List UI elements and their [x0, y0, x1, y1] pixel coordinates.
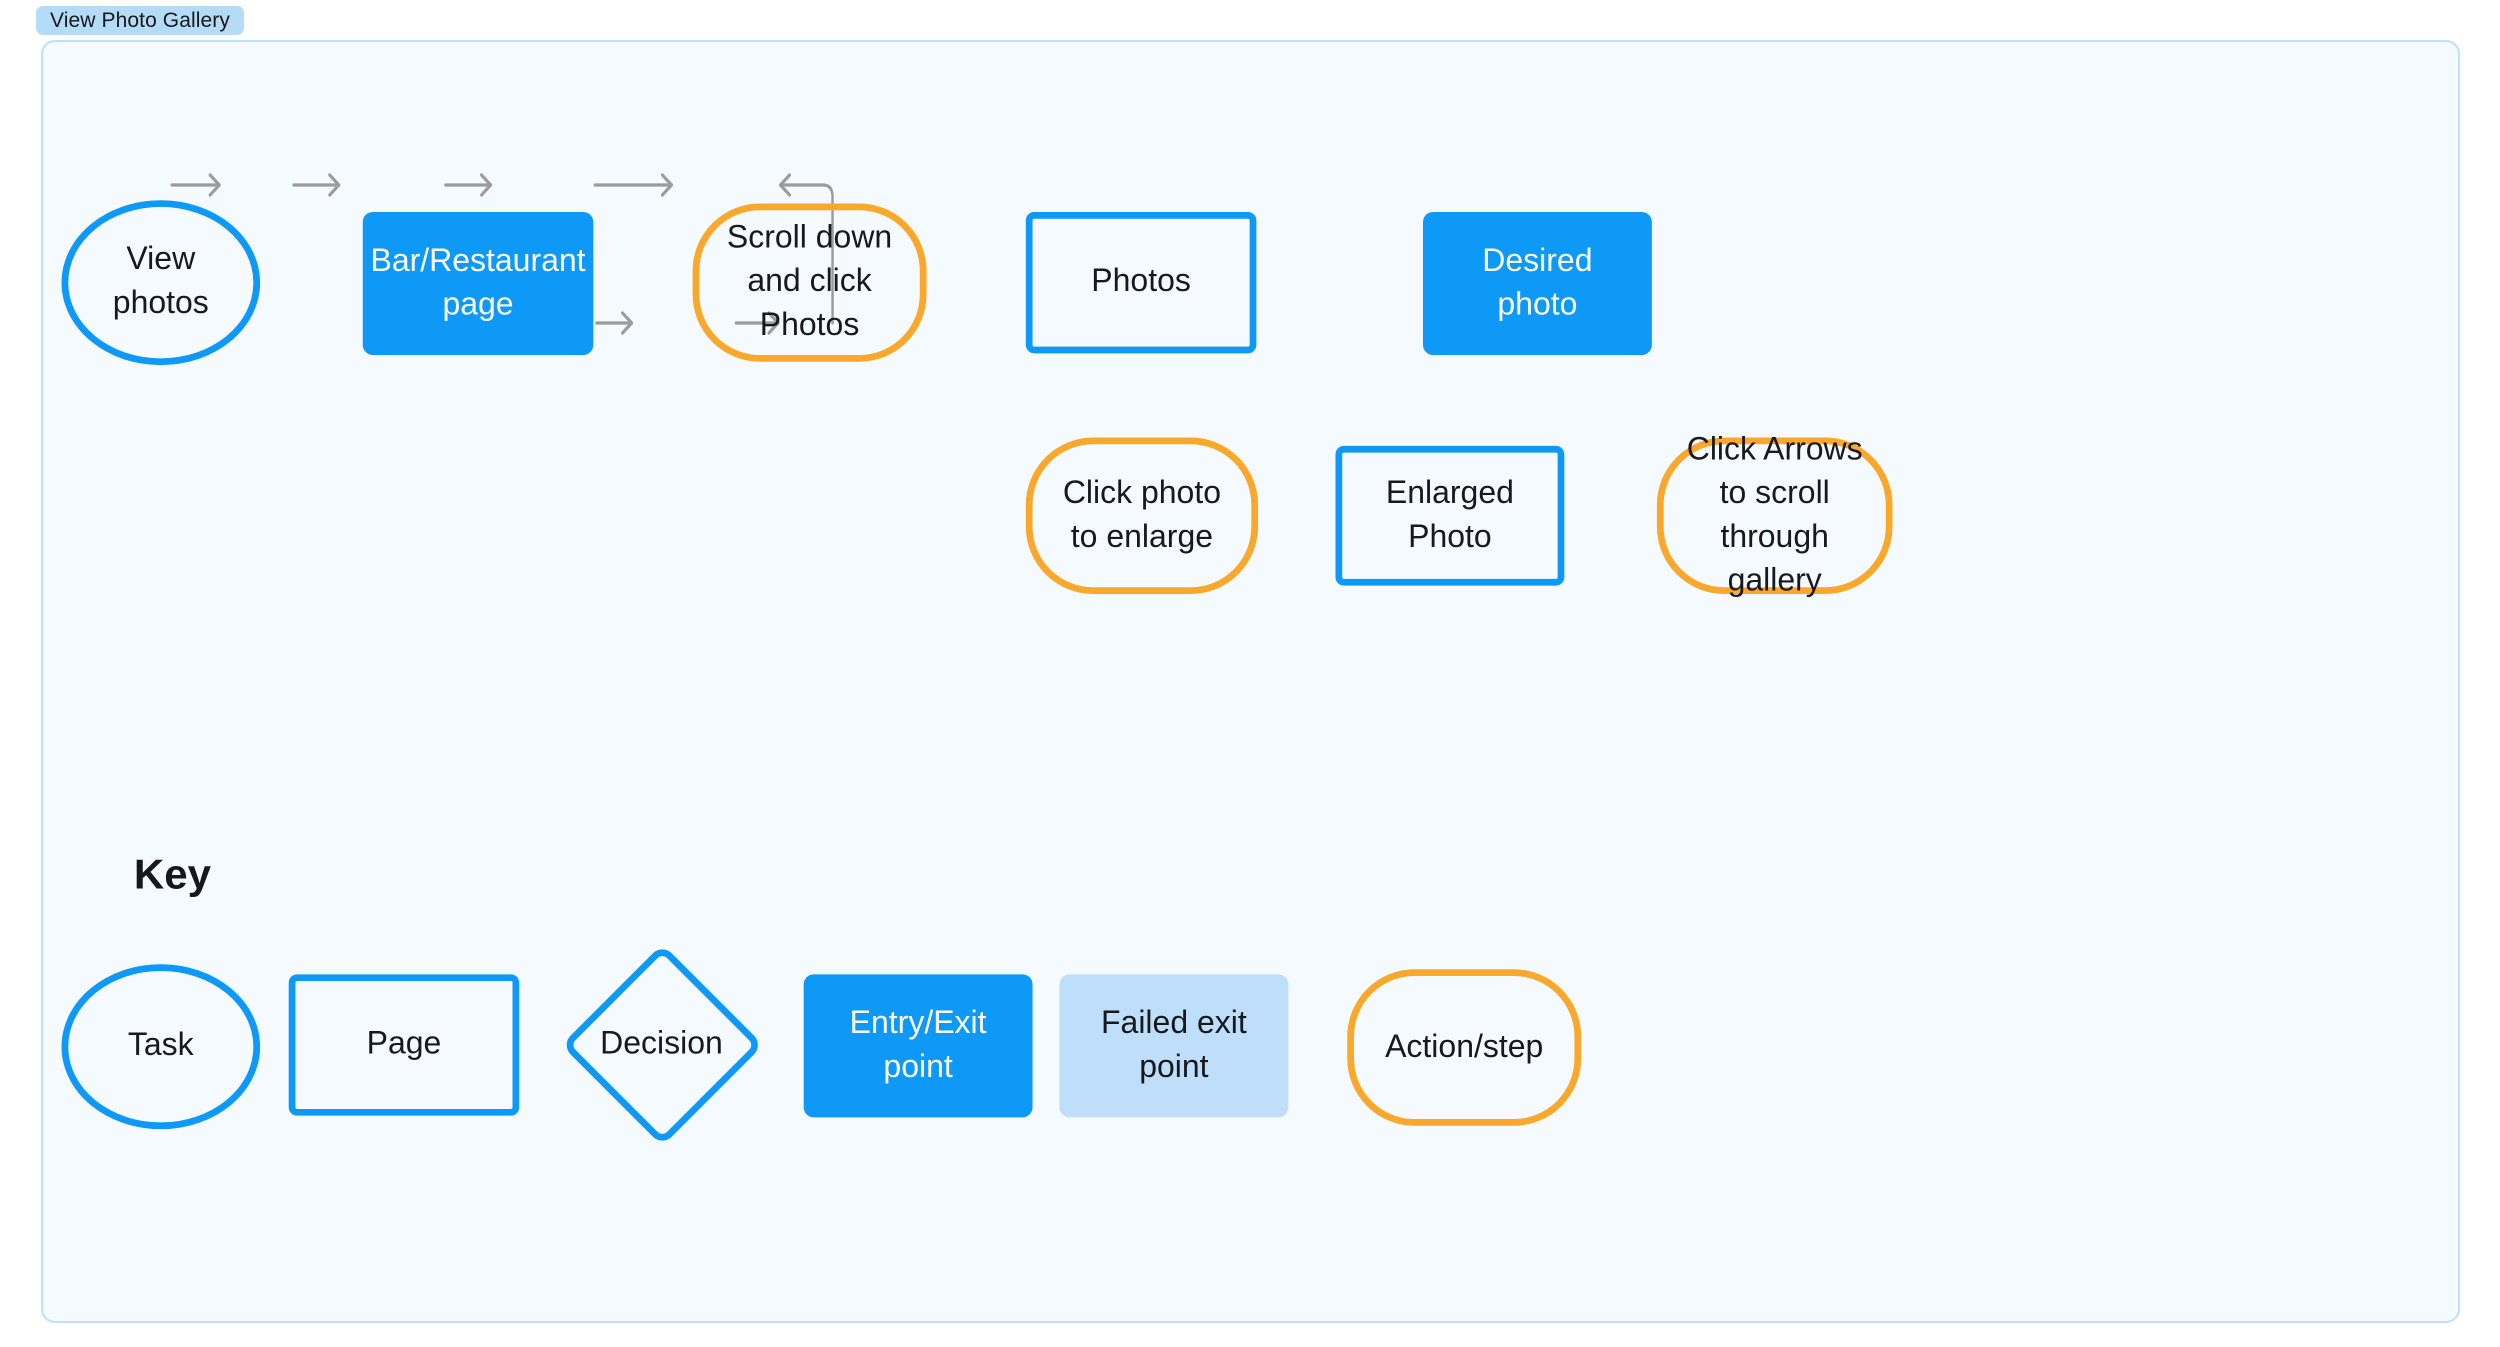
node-bar-restaurant-page[interactable]: Bar/Restaurant page — [362, 211, 594, 356]
node-photos[interactable]: Photos — [1025, 211, 1257, 354]
node-click-photo-to-enlarge[interactable]: Click photo to enlarge — [1025, 437, 1259, 594]
node-scroll-down-click-photos[interactable]: Scroll down and click Photos — [692, 203, 927, 362]
node-label: Desired photo — [1482, 243, 1593, 323]
node-click-arrows-scroll-gallery[interactable]: Click Arrows to scroll through gallery — [1656, 432, 1893, 598]
key-item-page: Page — [288, 974, 520, 1116]
node-view-photos[interactable]: View photos — [61, 200, 261, 366]
node-label: Click photo to enlarge — [1062, 475, 1222, 555]
node-enlarged-photo[interactable]: Enlarged Photo — [1335, 445, 1565, 586]
key-item-failed-exit-point: Failed exit point — [1059, 974, 1289, 1118]
node-label: Enlarged Photo — [1385, 475, 1514, 555]
key-item-label: Decision — [600, 1025, 723, 1061]
node-label: Bar/Restaurant page — [370, 243, 586, 323]
node-label: View photos — [112, 242, 209, 322]
key-item-action-step: Action/step — [1347, 969, 1582, 1126]
diagram-canvas[interactable]: View photos Bar/Restaurant page Scroll d… — [41, 40, 2460, 1323]
key-item-task: Task — [61, 964, 261, 1130]
key-item-entry-exit-point: Entry/Exit point — [803, 974, 1033, 1118]
node-layer: View photos Bar/Restaurant page Scroll d… — [43, 42, 1894, 1321]
node-label: Scroll down and click Photos — [726, 220, 893, 344]
key-item-decision: Decision — [545, 943, 779, 1146]
key-item-label: Action/step — [1385, 1029, 1544, 1065]
tab-bar: View Photo Gallery — [0, 0, 2500, 40]
key-heading: Key — [133, 851, 212, 899]
tab-view-photo-gallery[interactable]: View Photo Gallery — [36, 6, 245, 35]
key-item-label: Page — [366, 1026, 442, 1062]
key-item-label: Task — [127, 1028, 194, 1064]
node-label: Click Arrows to scroll through gallery — [1686, 431, 1863, 599]
key-item-label: Failed exit point — [1101, 1005, 1247, 1085]
node-desired-photo[interactable]: Desired photo — [1422, 211, 1652, 356]
key-item-label: Entry/Exit point — [849, 1005, 987, 1085]
node-label: Photos — [1091, 264, 1191, 300]
